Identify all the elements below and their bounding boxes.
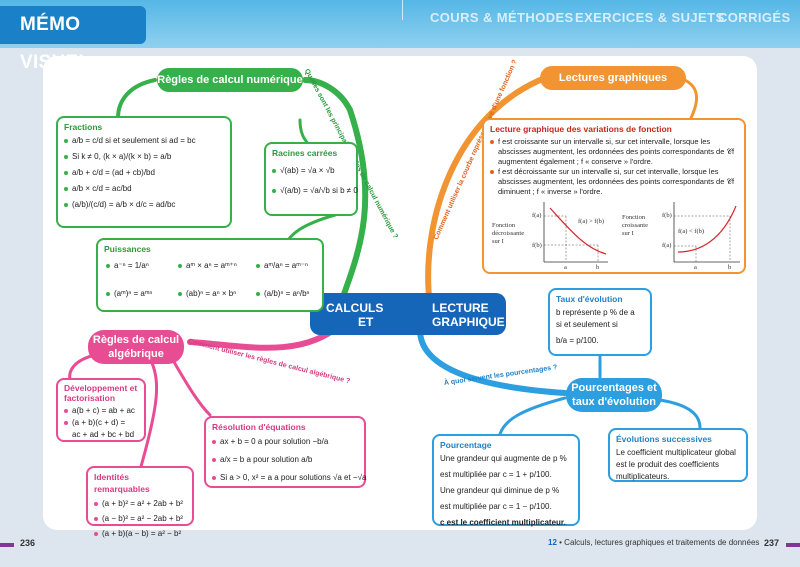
fractions-line-1: a/b = c/d si et seulement si ad = bc xyxy=(64,135,224,147)
developpement-line-1: a(b + c) = ab + ac xyxy=(64,405,138,417)
nav-corriges[interactable]: CORRIGÉS xyxy=(718,10,791,25)
puissances-title: Puissances xyxy=(104,244,151,254)
graph1-inequality: f(a) > f(b) xyxy=(578,218,605,225)
pourcentage-title: Pourcentage xyxy=(440,440,492,450)
taux-line-1: b représente p % de a xyxy=(556,308,635,317)
fractions-line-2: Si k ≠ 0, (k × a)/(k × b) = a/b xyxy=(64,151,224,163)
fractions-title: Fractions xyxy=(64,122,103,132)
page-number-right: 237 xyxy=(764,538,780,548)
graph1-fb: f(b) xyxy=(532,242,542,249)
box-fractions: Fractions a/b = c/d si et seulement si a… xyxy=(56,116,232,228)
box-evolutions-successives: Évolutions successives Le coefficient mu… xyxy=(608,428,748,482)
page-number-left: 236 xyxy=(20,538,36,548)
puissances-line-3: aᵐ/aⁿ = aᵐ⁻ⁿ xyxy=(256,260,308,272)
graph2-fa: f(a) xyxy=(662,242,672,249)
box-developpement: Développement et factorisation a(b + c) … xyxy=(56,378,146,442)
box-pourcentage: Pourcentage Une grandeur qui augmente de… xyxy=(432,434,580,527)
evolutions-title: Évolutions successives xyxy=(616,434,712,444)
center-calculs: CALCULS xyxy=(326,301,384,315)
graph-decreasing xyxy=(543,202,608,263)
fractions-line-3: a/b + c/d = (ad + cb)/bd xyxy=(64,167,224,179)
evolutions-text: Le coefficient multiplicateur global est… xyxy=(616,448,736,481)
resolution-title: Résolution d'équations xyxy=(212,422,306,432)
puissances-line-4: (aᵐ)ⁿ = aᵐⁿ xyxy=(106,288,152,300)
identites-title: Identités remarquables xyxy=(94,472,150,494)
box-identites-remarquables: Identités remarquables (a + b)² = a² + 2… xyxy=(86,466,194,538)
branch-calcul-numerique[interactable]: Règles de calcul numérique xyxy=(157,68,303,92)
identites-line-2: (a − b)² = a² − 2ab + b² xyxy=(94,513,186,525)
pourcentage-line-4: est multipliée par c = 1 − p/100. xyxy=(440,502,552,511)
fractions-line-4: a/b × c/d = ac/bd xyxy=(64,183,224,195)
central-topic[interactable]: CALCULS ET LECTURE GRAPHIQUE xyxy=(310,293,506,335)
graph2-caption: Fonction croissante sur I xyxy=(622,214,648,237)
branch-calcul-algebrique[interactable]: Règles de calcul algébrique xyxy=(88,330,184,364)
racines-line-1: √(ab) = √a × √b xyxy=(272,165,350,177)
branch-lectures-graphiques[interactable]: Lectures graphiques xyxy=(540,66,686,90)
puissances-line-2: aᵐ × aⁿ = aᵐ⁺ⁿ xyxy=(178,260,237,272)
taux-line-3: b/a = p/100. xyxy=(556,336,599,345)
branch-pourcentages[interactable]: Pourcentages et taux d'évolution xyxy=(566,378,662,412)
center-graphique: GRAPHIQUE xyxy=(432,315,505,329)
puissances-line-1: a⁻ⁿ = 1/aⁿ xyxy=(106,260,149,272)
lecture-decroissante: f est décroissante sur un intervalle si,… xyxy=(490,167,738,197)
graph-increasing xyxy=(673,202,740,263)
identites-line-1: (a + b)² = a² + 2ab + b² xyxy=(94,498,186,510)
graph2-b: b xyxy=(728,264,732,271)
pourcentage-line-3: Une grandeur qui diminue de p % xyxy=(440,486,560,495)
taux-title: Taux d'évolution xyxy=(556,294,623,304)
nav-exercices-sujets[interactable]: EXERCICES & SUJETS xyxy=(575,10,725,25)
graph1-caption: Fonction décroissante sur I xyxy=(492,222,525,245)
developpement-line-3: ac + ad + bc + bd xyxy=(72,430,135,439)
resolution-line-1: ax + b = 0 a pour solution −b/a xyxy=(212,436,358,448)
puissances-line-6: (a/b)ⁿ = aⁿ/bⁿ xyxy=(256,288,309,300)
box-racines-carrees: Racines carrées √(ab) = √a × √b √(a/b) =… xyxy=(264,142,358,216)
center-et: ET xyxy=(358,315,374,329)
puissances-line-5: (ab)ⁿ = aⁿ × bⁿ xyxy=(178,288,236,300)
nav-cours-methodes[interactable]: COURS & MÉTHODES xyxy=(430,10,574,25)
graph1-b: b xyxy=(596,264,600,271)
developpement-line-2: (a + b)(c + d) = xyxy=(64,417,138,429)
box-puissances: Puissances a⁻ⁿ = 1/aⁿ aᵐ × aⁿ = aᵐ⁺ⁿ aᵐ/… xyxy=(96,238,324,312)
graph2-fb: f(b) xyxy=(662,212,672,219)
graph2-inequality: f(a) < f(b) xyxy=(678,228,705,235)
lecture-croissante: f est croissante sur un intervalle si, s… xyxy=(490,137,738,167)
chapter-footer: 12 • Calculs, lectures graphiques et tra… xyxy=(548,538,760,547)
lecture-title: Lecture graphique des variations de fonc… xyxy=(490,124,672,134)
pourcentage-line-2: est multipliée par c = 1 + p/100. xyxy=(440,470,552,479)
box-resolution-equations: Résolution d'équations ax + b = 0 a pour… xyxy=(204,416,366,488)
fractions-line-5: (a/b)/(c/d) = a/b × d/c = ad/bc xyxy=(64,199,224,211)
developpement-title: Développement et factorisation xyxy=(64,383,138,403)
pourcentage-line-5: c est le coefficient multiplicateur. xyxy=(440,518,566,527)
center-lecture: LECTURE xyxy=(432,301,489,315)
graph2-a: a xyxy=(694,264,697,271)
pourcentage-line-1: Une grandeur qui augmente de p % xyxy=(440,454,567,463)
taux-line-2: si et seulement si xyxy=(556,320,618,329)
box-taux-evolution: Taux d'évolution b représente p % de a s… xyxy=(548,288,652,356)
graph1-a: a xyxy=(564,264,567,271)
nav-separator xyxy=(402,0,403,20)
identites-line-3: (a + b)(a − b) = a² − b² xyxy=(94,528,186,540)
left-page-tab xyxy=(0,543,14,547)
right-page-tab xyxy=(786,543,800,547)
box-lecture-graphique: Lecture graphique des variations de fonc… xyxy=(482,118,746,274)
resolution-line-2: a/x = b a pour solution a/b xyxy=(212,454,358,466)
racines-title: Racines carrées xyxy=(272,148,338,158)
racines-line-2: √(a/b) = √a/√b si b ≠ 0 xyxy=(272,185,358,197)
resolution-line-3: Si a > 0, x² = a a pour solutions √a et … xyxy=(212,472,366,484)
graph1-fa: f(a) xyxy=(532,212,542,219)
